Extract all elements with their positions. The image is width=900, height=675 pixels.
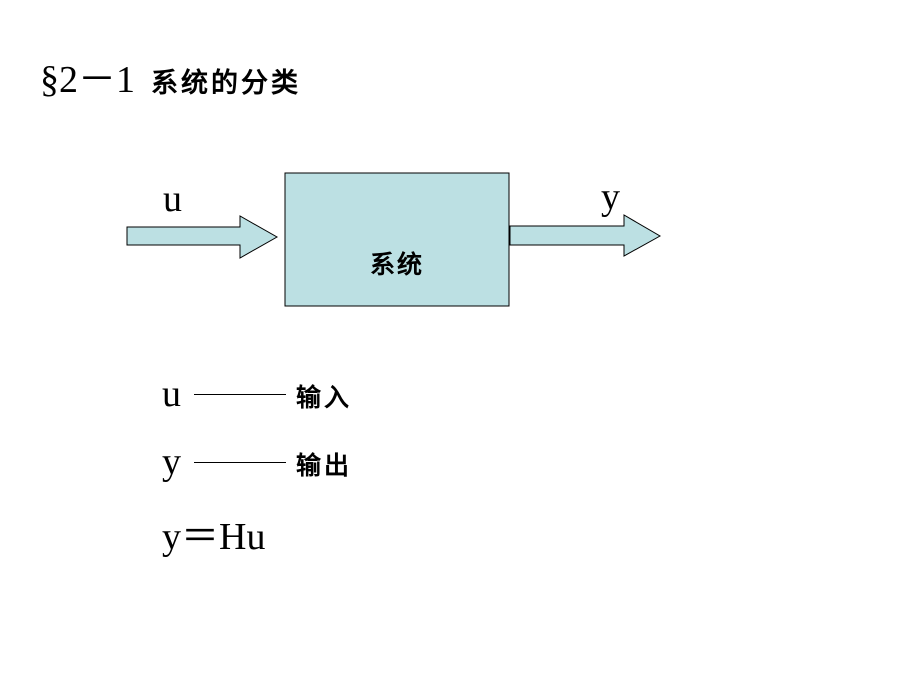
system-equation: y＝Hu bbox=[162, 516, 266, 558]
legend-input-desc: 输入 bbox=[296, 383, 353, 412]
legend-output-symbol: y bbox=[162, 441, 181, 483]
output-arrow bbox=[509, 214, 662, 257]
legend-output-desc: 输出 bbox=[296, 451, 353, 480]
input-label: u bbox=[163, 178, 182, 220]
slide-title: §2－1 系统的分类 bbox=[40, 48, 301, 103]
legend-dash bbox=[194, 462, 286, 463]
legend-input: u 输入 bbox=[162, 372, 352, 416]
system-box bbox=[284, 172, 510, 307]
output-label: y bbox=[601, 176, 620, 218]
legend-output: y 输出 bbox=[162, 440, 352, 484]
title-text: 系统的分类 bbox=[151, 68, 302, 99]
section-number: §2－1 bbox=[40, 59, 136, 101]
input-arrow bbox=[126, 215, 279, 259]
legend-input-symbol: u bbox=[162, 373, 181, 415]
legend-dash bbox=[194, 394, 286, 395]
system-box-label: 系统 bbox=[369, 250, 424, 279]
